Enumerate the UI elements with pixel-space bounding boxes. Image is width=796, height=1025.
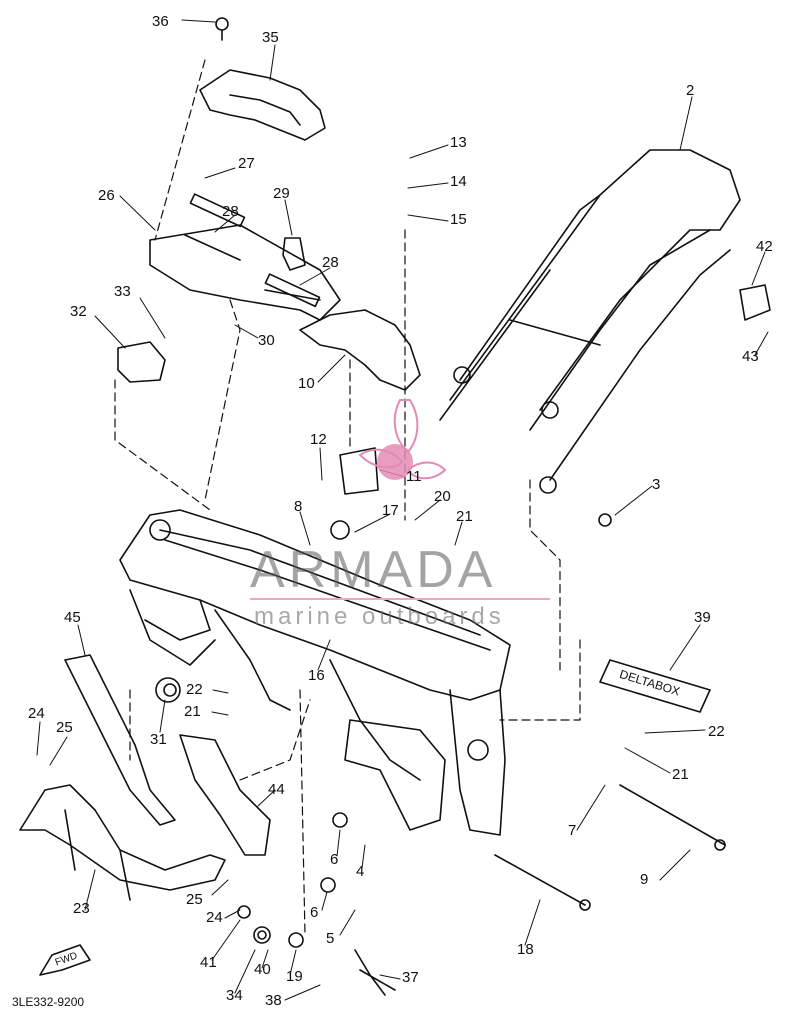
part-label: 43 — [742, 348, 759, 365]
watermark-subtitle: marine outboards — [254, 603, 505, 630]
part-label: 21 — [184, 703, 201, 720]
part-label: 6 — [330, 851, 339, 868]
watermark-title: ARMADA — [250, 541, 497, 599]
part-label: 20 — [434, 488, 451, 505]
part-label: 16 — [308, 667, 325, 684]
part-label: 37 — [402, 969, 419, 986]
part-label: 32 — [70, 303, 87, 320]
diagram-code: 3LE332-9200 — [12, 995, 85, 1009]
part-label: 14 — [450, 173, 467, 190]
part-label: 30 — [258, 332, 275, 349]
part-label: 24 — [28, 705, 45, 722]
part-label: 8 — [294, 498, 303, 515]
part-label: 33 — [114, 283, 131, 300]
part-label: 35 — [262, 29, 279, 46]
part-label: 26 — [98, 187, 115, 204]
part-label: 39 — [694, 609, 711, 626]
part-label: 5 — [326, 930, 335, 947]
part-label: 12 — [310, 431, 327, 448]
part-label: 21 — [672, 766, 689, 783]
part-label: 40 — [254, 961, 271, 978]
part-label: 27 — [238, 155, 255, 172]
part-label: 18 — [517, 941, 534, 958]
part-label: 22 — [708, 723, 725, 740]
watermark-divider — [250, 598, 550, 600]
part-label: 44 — [268, 781, 285, 798]
part-label: 3 — [652, 476, 661, 493]
part-label: 38 — [265, 992, 282, 1009]
part-label: 17 — [382, 502, 399, 519]
part-label: 45 — [64, 609, 81, 626]
part-label: 31 — [150, 731, 167, 748]
part-label: 28 — [222, 203, 239, 220]
part-label: 28 — [322, 254, 339, 271]
part-label: 19 — [286, 968, 303, 985]
part-label: 11 — [406, 468, 422, 485]
part-label: 36 — [152, 13, 169, 30]
part-label: 2 — [686, 82, 695, 99]
part-label: 21 — [456, 508, 473, 525]
part-label: 6 — [310, 904, 319, 921]
part-label: 7 — [568, 822, 577, 839]
part-label: 42 — [756, 238, 773, 255]
part-label: 25 — [186, 891, 203, 908]
part-label: 4 — [356, 863, 365, 880]
part-label: 9 — [640, 871, 649, 888]
part-label: 22 — [186, 681, 203, 698]
part-label: 25 — [56, 719, 73, 736]
part-label: 23 — [73, 900, 90, 917]
part-label: 34 — [226, 987, 243, 1004]
part-label: 13 — [450, 134, 467, 151]
part-label: 10 — [298, 375, 315, 392]
part-label: 29 — [273, 185, 290, 202]
part-label: 15 — [450, 211, 467, 228]
part-label: 41 — [200, 954, 217, 971]
part-label: 24 — [206, 909, 223, 926]
